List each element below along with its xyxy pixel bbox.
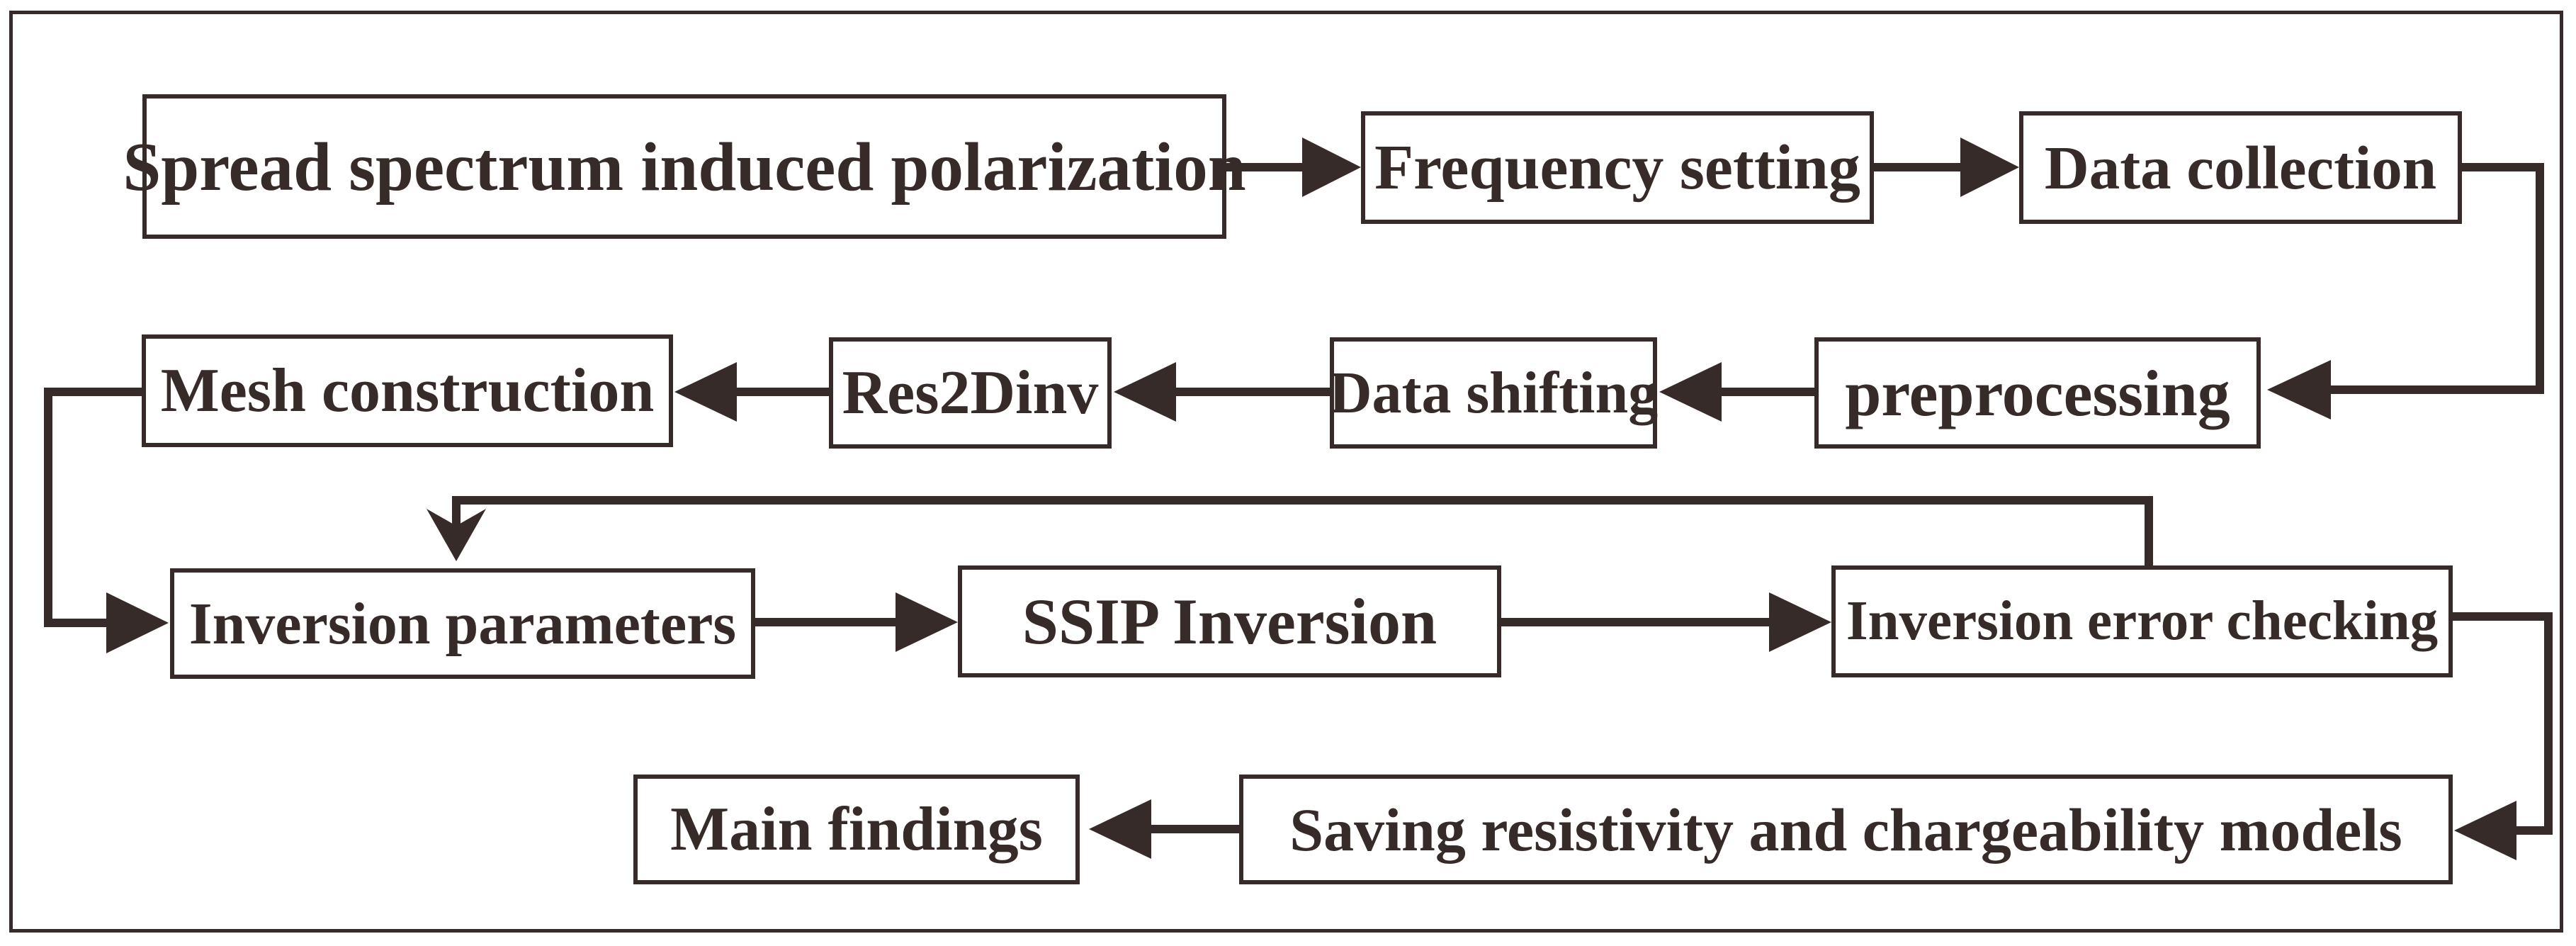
arrowhead-left-icon [2267,360,2331,419]
edge-saving-to-mainfindings [1089,799,1239,859]
edge-mesh-to-inversionparameters [44,388,169,653]
arrowhead-left-icon [1659,362,1722,422]
flow-node-data-shifting: Data shifting [1329,337,1658,449]
arrowhead-right-icon [896,592,958,652]
edge-ssip-to-errorchecking [1501,592,1831,652]
edge-res2dinv-to-mesh [674,362,829,422]
flow-node-inversion-error-checking: Inversion error checking [1831,565,2453,677]
flow-node-inversion-parameters: Inversion parameters [170,568,755,679]
edge-errorchecking-feedback [426,496,2153,565]
arrowhead-right-icon [1769,592,1831,652]
edge-inversionparameters-to-ssip [755,592,958,652]
arrowhead-left-icon [2454,801,2516,860]
edge-spread-to-frequency [1226,137,1361,197]
arrowhead-down-icon [426,509,486,561]
flow-node-data-collection: Data collection [2019,111,2462,224]
flow-node-frequency-setting: Frequency setting [1361,111,1874,224]
edge-frequency-to-datacollection [1874,137,2019,197]
arrowhead-left-icon [1089,799,1151,859]
edge-datashifting-to-res2dinv [1114,362,1330,422]
arrowhead-left-icon [674,362,737,422]
flow-node-mesh-construction: Mesh construction [142,334,673,447]
flow-node-ssip-inversion: SSIP Inversion [958,565,1501,677]
edge-preprocessing-to-datashifting [1659,362,1814,422]
edge-errorchecking-to-saving [2453,612,2553,860]
flow-node-spread-spectrum: Spread spectrum induced polarization [123,94,1246,239]
arrowhead-right-icon [1302,137,1361,197]
arrowhead-left-icon [1114,362,1176,422]
arrowhead-right-icon [106,592,169,653]
flow-node-main-findings: Main findings [633,775,1080,884]
flow-node-res2dinv: Res2Dinv [829,337,1112,449]
figure-border [9,11,2563,933]
edge-datacollection-to-preprocessing [2267,163,2544,419]
flow-node-preprocessing: preprocessing [1814,337,2261,449]
arrowhead-right-icon [1960,137,2019,197]
flow-node-saving-models: Saving resistivity and chargeability mod… [1239,775,2453,884]
